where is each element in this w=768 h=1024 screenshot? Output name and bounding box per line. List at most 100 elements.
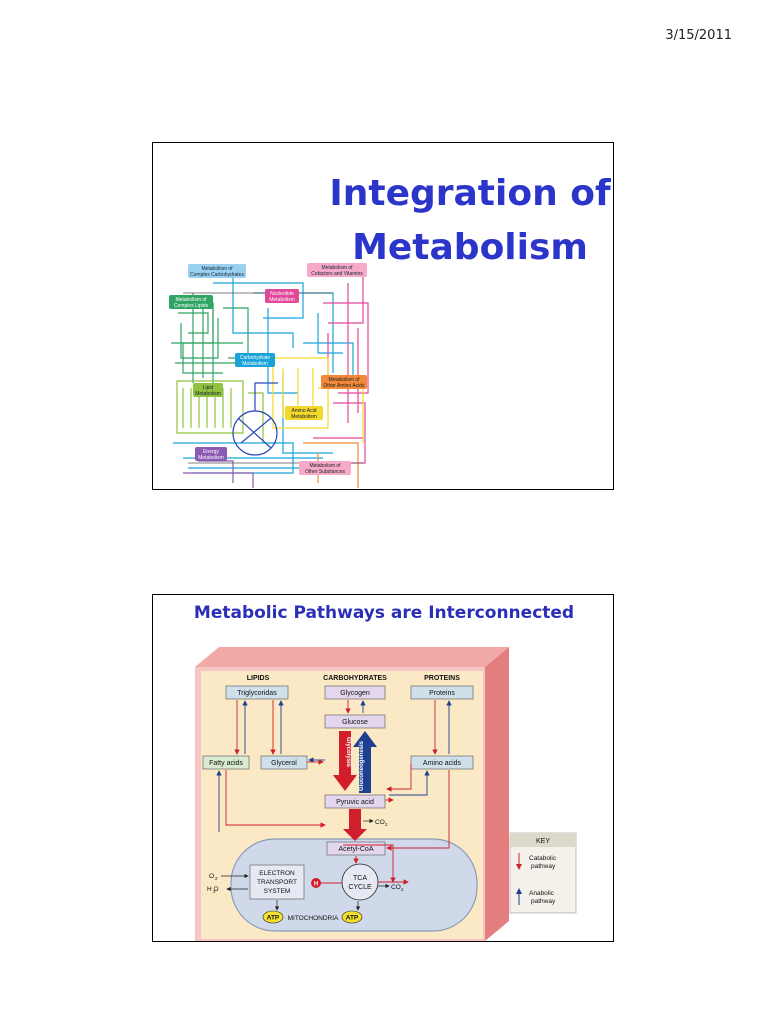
box-acetyl-coa: Acetyl-CoA [326, 841, 386, 856]
title-line-2: Metabolism [352, 227, 588, 268]
svg-text:Metabolism: Metabolism [198, 455, 224, 461]
label-complex-lipids: Metabolism of Complex Lipids [169, 295, 213, 309]
label-energy: Energy Metabolism [195, 447, 227, 461]
svg-text:Metabolism: Metabolism [242, 361, 268, 367]
svg-text:Carbohydrate: Carbohydrate [240, 355, 271, 361]
svg-text:Cofactors and Vitamins: Cofactors and Vitamins [311, 271, 363, 277]
slide1-title: Integration of Metabolism [325, 167, 613, 275]
svg-text:Other Amino Acids: Other Amino Acids [323, 383, 365, 389]
svg-text:Lipid: Lipid [203, 385, 214, 391]
svg-text:Acetyl-CoA: Acetyl-CoA [338, 846, 373, 853]
svg-text:Glycolysis: Glycolysis [345, 737, 351, 768]
svg-text:TCA: TCA [353, 875, 367, 882]
svg-text:Glycerol: Glycerol [271, 760, 297, 767]
slide2-title: Metabolic Pathways are Interconnected [193, 603, 575, 623]
yellow-pathways [272, 357, 364, 443]
magenta-pathways [313, 272, 369, 464]
svg-text:2: 2 [401, 887, 404, 892]
pyruvate-to-acetyl-arrow [343, 809, 367, 841]
box-pyruvic-acid: Pyruvic acid [324, 794, 386, 809]
svg-text:Anabolic: Anabolic [529, 890, 555, 897]
box-fatty-acids: Fatty acids [202, 755, 250, 770]
svg-text:SYSTEM: SYSTEM [264, 888, 291, 895]
svg-text:Other Substances: Other Substances [305, 469, 346, 475]
svg-text:Complex Lipids: Complex Lipids [174, 303, 209, 309]
box-glycerol: Glycerol [260, 755, 308, 770]
box-electron-transport: ELECTRON TRANSPORT SYSTEM [249, 864, 305, 900]
label-complex-carbs: Metabolism of Complex Carbohydrates [188, 264, 246, 278]
header-carbohydrates: CARBOHYDRATES [323, 675, 387, 682]
svg-text:Amino acids: Amino acids [423, 760, 462, 767]
title-line-1: Integration of [329, 173, 611, 214]
svg-text:ELECTRON: ELECTRON [259, 870, 295, 877]
label-other-amino: Metabolism of Other Amino Acids [321, 375, 367, 389]
svg-text:Amino Acid: Amino Acid [291, 408, 316, 414]
svg-text:Glucose: Glucose [342, 719, 368, 726]
anabolic-arrows [216, 700, 452, 832]
label-lipid: Lipid Metabolism [193, 383, 223, 397]
catabolic-arrows [225, 700, 438, 886]
h-ion: H [311, 878, 321, 888]
svg-text:Metabolism: Metabolism [195, 391, 221, 397]
o2-label: O [209, 873, 214, 880]
metabolic-pathways-diagram: LIPIDS CARBOHYDRATES PROTEINS Triglycori… [195, 647, 577, 941]
svg-text:CYCLE: CYCLE [348, 884, 372, 891]
co2-label-tca: CO [391, 884, 401, 891]
tca-cycle: TCA CYCLE [341, 863, 379, 901]
svg-text:Metabolism: Metabolism [269, 297, 295, 303]
svg-text:Nucleotide: Nucleotide [270, 291, 294, 297]
svg-text:Metabolism of: Metabolism of [201, 266, 233, 272]
atp-right-badge: ATP [341, 910, 363, 924]
svg-text:Proteins: Proteins [429, 690, 455, 697]
label-nucleotide: Nucleotide Metabolism [265, 289, 299, 303]
label-carbohydrate: Carbohydrate Metabolism [235, 353, 275, 367]
box-glucose: Glucose [324, 714, 386, 729]
svg-text:Fatty acids: Fatty acids [209, 760, 243, 767]
mitochondria-label: MITOCHONDRIA [288, 915, 339, 922]
svg-text:Complex Carbohydrates: Complex Carbohydrates [190, 272, 244, 278]
svg-text:2: 2 [213, 889, 216, 894]
key-legend: KEY Catabolic pathway Anabolic pathway [509, 832, 577, 914]
slide-metabolic-pathways: Metabolic Pathways are Interconnected LI… [152, 594, 614, 942]
box-proteins: Proteins [410, 685, 474, 700]
h2o-label: H O [207, 886, 219, 893]
svg-text:Glycogen: Glycogen [340, 690, 370, 697]
svg-text:Metabolism of: Metabolism of [175, 297, 207, 303]
svg-text:pathway: pathway [531, 898, 556, 905]
metabolic-map-image: Metabolism of Complex Carbohydrates Meta… [169, 263, 369, 488]
svg-text:Metabolism of: Metabolism of [309, 463, 341, 469]
svg-text:Triglycoridas: Triglycoridas [237, 690, 277, 697]
svg-text:KEY: KEY [536, 838, 550, 845]
gluconeogenesis-arrow: Gluconeogenesis [353, 731, 377, 793]
svg-text:Pyruvic acid: Pyruvic acid [336, 799, 374, 806]
box-glycogen: Glycogen [324, 685, 386, 700]
svg-text:pathway: pathway [531, 863, 556, 870]
header-proteins: PROTEINS [424, 675, 460, 682]
co2-label-top: CO [375, 819, 385, 826]
page-date: 3/15/2011 [665, 28, 732, 43]
svg-text:Metabolism: Metabolism [291, 414, 317, 420]
box-amino-acids: Amino acids [410, 755, 474, 770]
svg-text:Metabolism of: Metabolism of [321, 265, 353, 271]
svg-text:TRANSPORT: TRANSPORT [257, 879, 297, 886]
svg-text:2: 2 [385, 822, 388, 827]
lime-pathways [176, 380, 264, 443]
atp-left-badge: ATP [262, 910, 284, 924]
header-lipids: LIPIDS [247, 675, 270, 682]
svg-text:Gluconeogenesis: Gluconeogenesis [359, 740, 365, 791]
svg-text:H: H [314, 882, 318, 888]
svg-text:Catabolic: Catabolic [529, 855, 557, 862]
box-triglycerides: Triglycoridas [225, 685, 289, 700]
purple-pathways [183, 460, 254, 488]
label-amino-acid: Amino Acid Metabolism [285, 406, 323, 420]
svg-text:ATP: ATP [267, 915, 280, 922]
slide-integration-of-metabolism: Integration of Metabolism [152, 142, 614, 490]
label-cofactors: Metabolism of Cofactors and Vitamins [307, 263, 367, 277]
svg-text:2: 2 [215, 876, 218, 881]
label-other-substances: Metabolism of Other Substances [299, 461, 351, 475]
glycolysis-arrow: Glycolysis [333, 731, 357, 791]
dark-blue-pathways [232, 382, 278, 456]
svg-text:ATP: ATP [346, 915, 359, 922]
svg-text:Energy: Energy [203, 449, 219, 455]
svg-text:Metabolism of: Metabolism of [328, 377, 360, 383]
